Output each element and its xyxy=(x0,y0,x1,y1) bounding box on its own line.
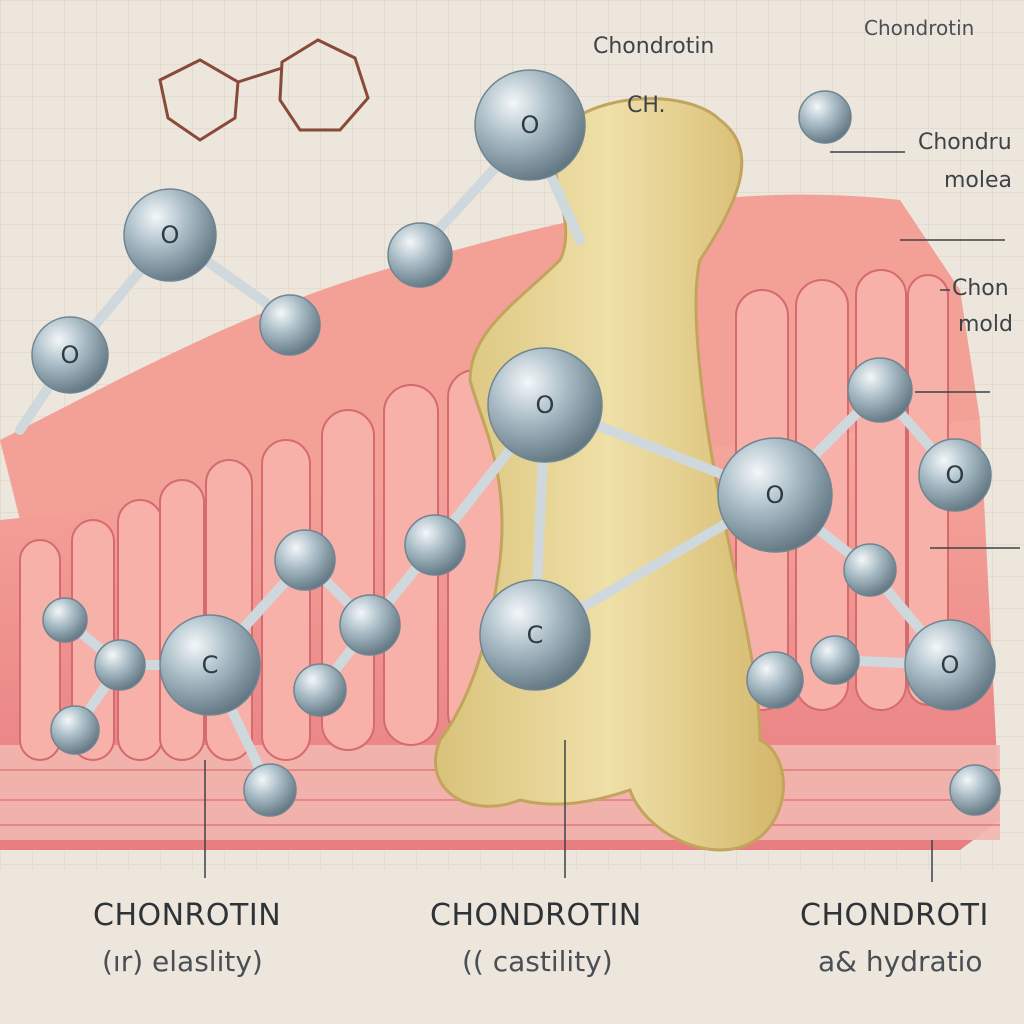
label-bottom-left-title: CHONROTIN xyxy=(93,898,282,933)
atom-letter-o: O xyxy=(536,391,555,419)
atom xyxy=(746,651,804,709)
label-chondrotin-top-right: Chondrotin xyxy=(864,16,975,40)
molecule-atoms xyxy=(31,69,1001,817)
atom-letter-o: O xyxy=(946,461,965,489)
atom xyxy=(243,763,297,817)
label-bottom-middle-subtitle: (( castility) xyxy=(462,945,613,978)
atom-letter-o: O xyxy=(521,111,540,139)
atom xyxy=(94,639,146,691)
label-bottom-left-subtitle: (ır) elaslity) xyxy=(102,945,263,978)
atom-letter-o: O xyxy=(766,481,785,509)
leader-lines xyxy=(204,151,1020,882)
label-chondrotin-top: Chondrotin xyxy=(593,34,715,59)
atom-letter-c: C xyxy=(202,651,219,679)
atom xyxy=(293,663,347,717)
atom xyxy=(843,543,897,597)
atom xyxy=(479,579,591,691)
atom xyxy=(918,438,992,512)
label-right-2-line1: Chon xyxy=(952,276,1009,301)
atom-letter-o: O xyxy=(61,341,80,369)
atom xyxy=(42,597,88,643)
atom xyxy=(949,764,1001,816)
label-right-1-line2: molea xyxy=(944,168,1013,193)
label-right-2-line2: mold xyxy=(958,312,1013,337)
atom xyxy=(274,529,336,591)
atom xyxy=(810,635,860,685)
atom xyxy=(31,316,109,394)
atom-letter-c: C xyxy=(527,621,544,649)
atom xyxy=(123,188,217,282)
atom-letter-o: O xyxy=(941,651,960,679)
atom-letters: O O O O O O O C C xyxy=(61,111,965,679)
atom xyxy=(798,90,852,144)
atom xyxy=(339,594,401,656)
atom xyxy=(474,69,586,181)
atom xyxy=(259,294,321,356)
atom xyxy=(159,614,261,716)
sketch-ring-molecule xyxy=(158,38,370,142)
atom-letter-o: O xyxy=(161,221,180,249)
atom xyxy=(404,514,466,576)
atom xyxy=(487,347,603,463)
label-right-1-line1: Chondru xyxy=(918,130,1012,155)
atom xyxy=(904,619,996,711)
atom xyxy=(50,705,100,755)
label-ch: CH. xyxy=(627,93,666,118)
label-bottom-right-title: CHONDROTI xyxy=(800,898,989,933)
label-bottom-middle-title: CHONDROTIN xyxy=(430,898,642,933)
atom xyxy=(387,222,453,288)
atom xyxy=(847,357,913,423)
atom xyxy=(717,437,833,553)
label-bottom-right-subtitle: a& hydratio xyxy=(818,945,983,978)
